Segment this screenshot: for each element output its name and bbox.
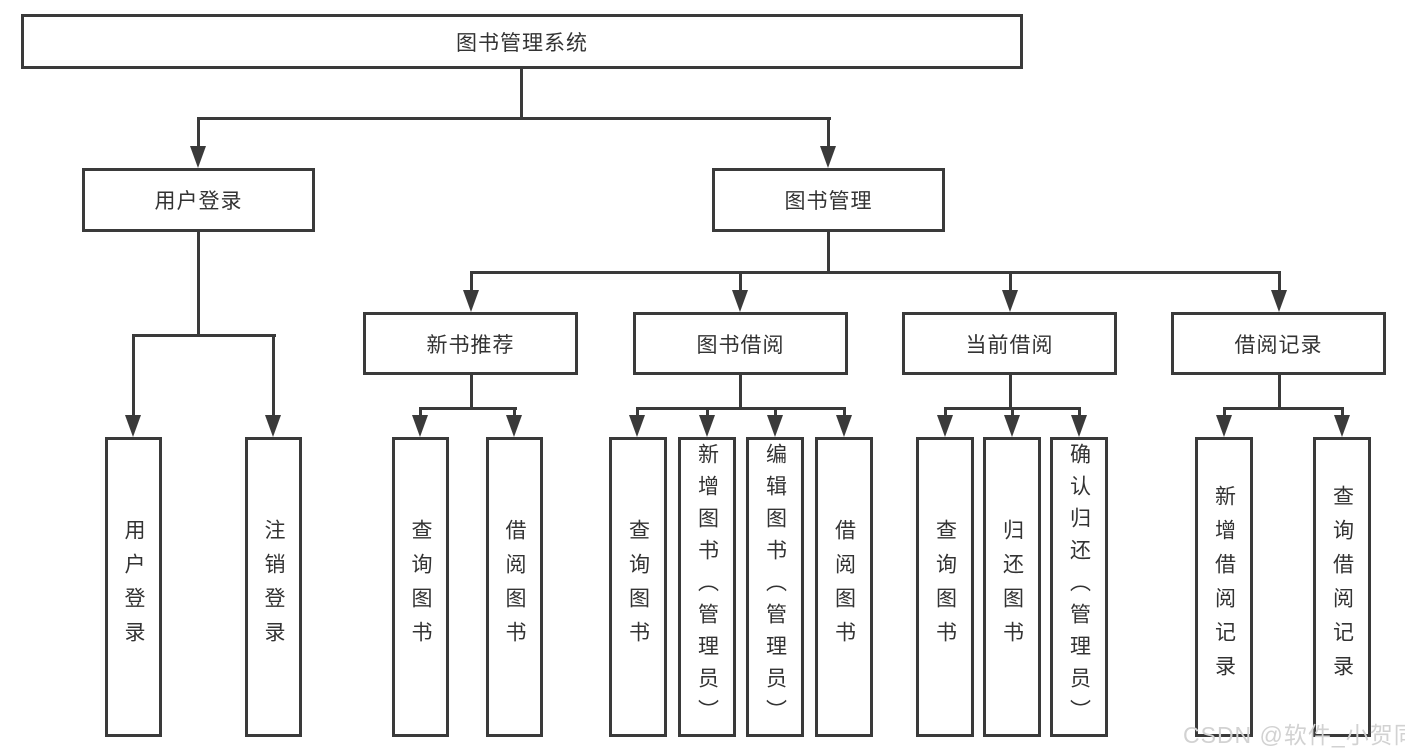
arrowhead-down-icon [732,290,748,312]
node-label: 当前借阅 [965,333,1054,357]
arrowhead-down-icon [1271,290,1287,312]
node-user-login: 用户登录 [82,168,315,232]
leaf-user-login: 用户登录 [105,437,162,737]
node-label: 借阅记录 [1234,333,1323,357]
node-current-borrow: 当前借阅 [902,312,1117,375]
leaf-borrow-books: 借阅图书 [815,437,873,737]
arrowhead-down-icon [190,146,206,168]
connector-line [827,232,830,274]
leaf-add-borrow-record: 新增借阅记录 [1195,437,1253,737]
connector-line [132,334,135,418]
connector-line [1223,407,1344,410]
connector-line [513,407,516,417]
connector-line [1223,407,1226,417]
connector-line [739,375,742,410]
arrowhead-down-icon [1002,290,1018,312]
arrowhead-down-icon [767,415,783,437]
connector-line [843,407,846,417]
connector-line [520,69,523,120]
connector-line [197,117,831,120]
node-label: 归还图书 [1000,519,1024,655]
arrowhead-down-icon [125,415,141,437]
leaf-logout: 注销登录 [245,437,302,737]
node-label: 查询图书 [409,519,432,655]
arrowhead-down-icon [265,415,281,437]
connector-line [944,407,947,417]
arrowhead-down-icon [629,415,645,437]
node-label: 新书推荐 [426,333,515,357]
connector-line [636,407,639,417]
connector-line [197,117,200,149]
connector-line [1009,271,1012,293]
watermark-text: CSDN @软件_小贺同学 [1183,722,1405,748]
arrowhead-down-icon [412,415,428,437]
node-book-management: 图书管理 [712,168,945,232]
connector-line [1078,407,1081,417]
connector-line [739,271,742,293]
connector-line [774,407,777,417]
connector-line [1341,407,1344,417]
connector-line [706,407,709,417]
leaf-edit-books-admin: 编辑图书（管理员） [746,437,804,737]
leaf-query-borrow-record: 查询借阅记录 [1313,437,1371,737]
node-label: 借阅图书 [503,519,526,655]
leaf-return-books: 归还图书 [983,437,1041,737]
node-label: 图书管理 [784,190,873,213]
arrowhead-down-icon [463,290,479,312]
node-borrow-records: 借阅记录 [1171,312,1386,375]
node-label: 查询图书 [626,519,650,655]
node-label: 查询借阅记录 [1330,485,1354,689]
leaf-add-books-admin: 新增图书（管理员） [678,437,736,737]
arrowhead-down-icon [699,415,715,437]
arrowhead-down-icon [1004,415,1020,437]
connector-line [1278,271,1281,293]
leaf-query-books: 查询图书 [392,437,449,737]
node-label: 图书借阅 [696,333,785,357]
node-label: 编辑图书（管理员） [763,443,787,731]
node-label: 新增借阅记录 [1212,485,1236,689]
arrowhead-down-icon [820,146,836,168]
connector-line [1278,375,1281,410]
arrowhead-down-icon [506,415,522,437]
connector-line [272,334,275,418]
node-new-book-recommend: 新书推荐 [363,312,578,375]
node-label: 注销登录 [262,519,285,655]
connector-line [1009,375,1012,410]
arrowhead-down-icon [1216,415,1232,437]
node-root-library-system: 图书管理系统 [21,14,1023,69]
leaf-query-books: 查询图书 [609,437,667,737]
node-book-borrow: 图书借阅 [633,312,848,375]
connector-line [470,375,473,410]
connector-line [1011,407,1014,417]
leaf-query-books: 查询图书 [916,437,974,737]
leaf-confirm-return-admin: 确认归还（管理员） [1050,437,1108,737]
node-label: 用户登录 [154,190,243,213]
arrowhead-down-icon [1334,415,1350,437]
connector-line [419,407,422,417]
node-label: 查询图书 [933,519,957,655]
arrowhead-down-icon [937,415,953,437]
connector-line [636,407,846,410]
leaf-borrow-books: 借阅图书 [486,437,543,737]
node-label: 新增图书（管理员） [695,443,719,731]
node-label: 图书管理系统 [456,31,588,55]
connector-line [197,232,200,337]
arrowhead-down-icon [836,415,852,437]
node-label: 确认归还（管理员） [1067,443,1091,731]
connector-line [470,271,473,293]
connector-line [827,117,830,149]
node-label: 借阅图书 [832,519,856,655]
connector-line [132,334,276,337]
node-label: 用户登录 [122,519,145,655]
connector-line [470,271,1281,274]
arrowhead-down-icon [1071,415,1087,437]
connector-line [419,407,517,410]
